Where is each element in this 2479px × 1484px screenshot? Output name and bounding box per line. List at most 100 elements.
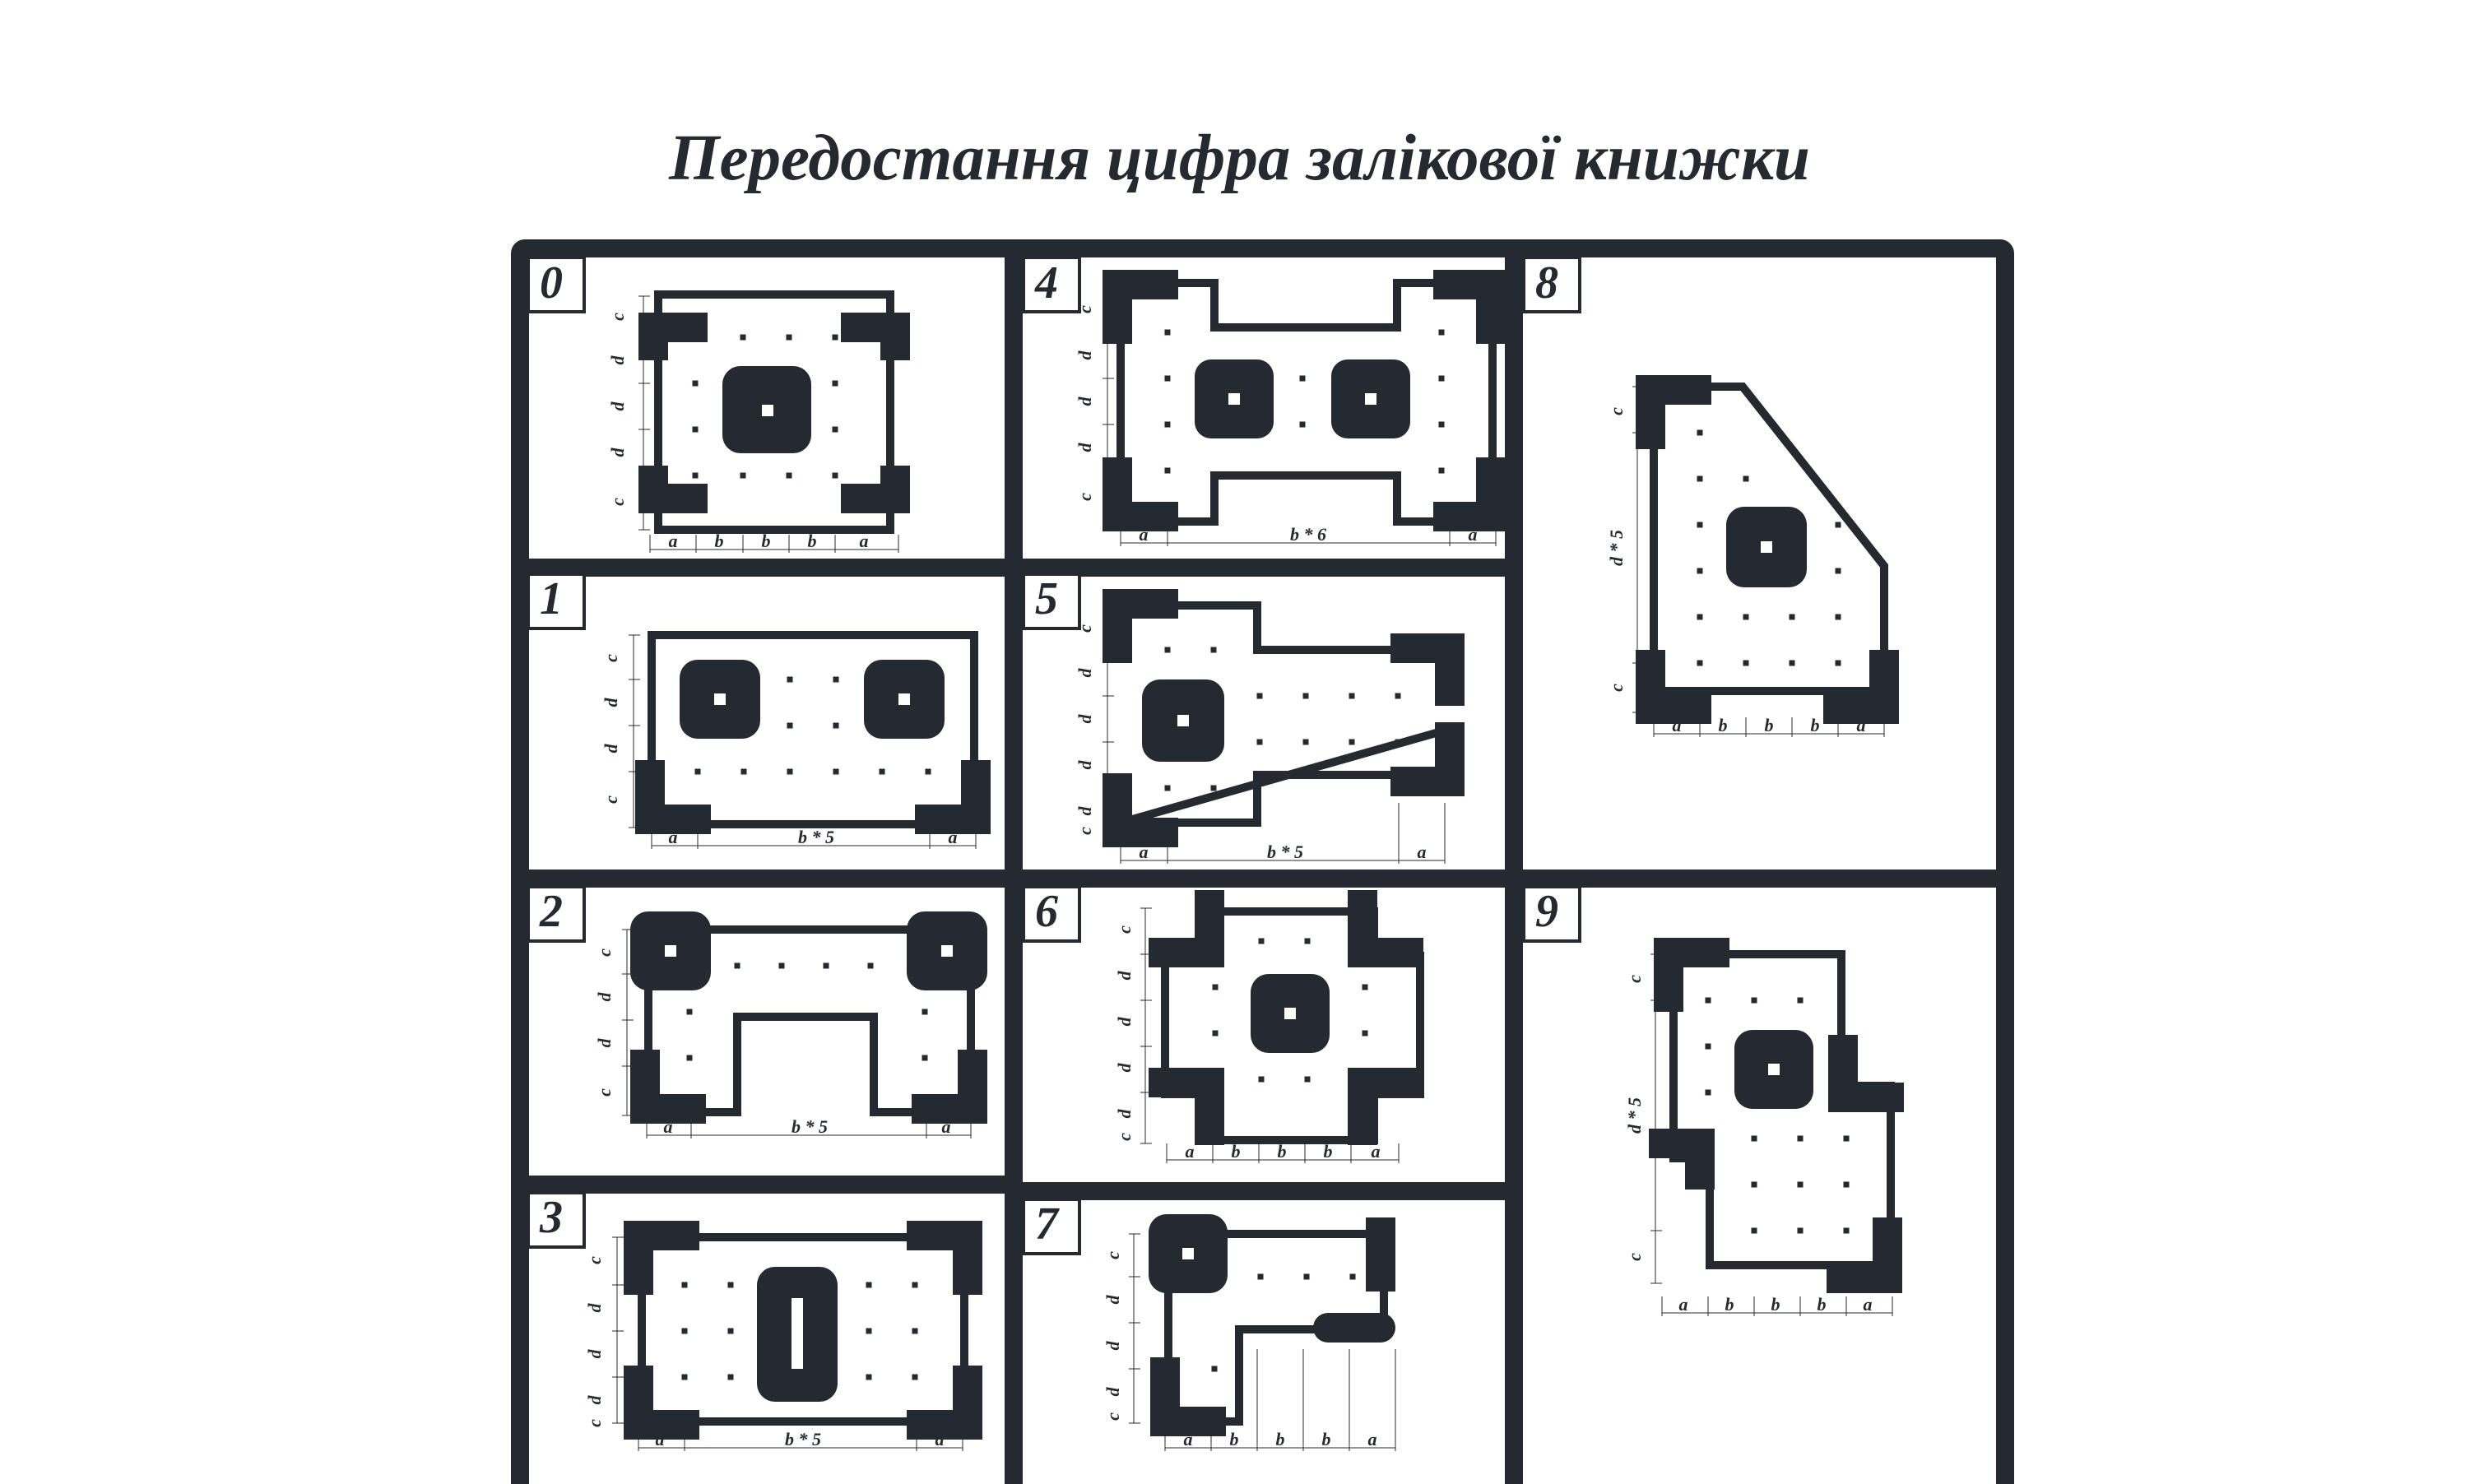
dim-label: c bbox=[1114, 925, 1135, 934]
cell-number-6: 6 bbox=[1035, 886, 1058, 937]
dim-label: b bbox=[762, 531, 771, 551]
dim-label: a bbox=[1418, 842, 1427, 862]
dim-label: b bbox=[808, 531, 817, 551]
dim-label: c bbox=[601, 795, 621, 804]
plan-6: a b b b a c d d d d c bbox=[1114, 890, 1424, 1163]
dim-label: a bbox=[669, 531, 678, 551]
cell-number-2: 2 bbox=[539, 886, 563, 937]
dim-label: b bbox=[1811, 715, 1820, 735]
dim-label: b bbox=[1817, 1294, 1827, 1315]
dim-label: b bbox=[1719, 715, 1728, 735]
dim-label: c bbox=[601, 654, 621, 662]
cell-number-9: 9 bbox=[1535, 886, 1558, 937]
plan-5: a b * 5 a c d d d d c bbox=[1075, 589, 1465, 864]
dim-label: d bbox=[1075, 760, 1095, 770]
dim-label: d bbox=[584, 1395, 605, 1405]
dim-label: d bbox=[607, 401, 628, 411]
dim-label: c bbox=[1114, 1133, 1135, 1141]
plan-2: a b * 5 a c d d c bbox=[594, 911, 987, 1139]
plan-9: a b b b a c d * 5 c bbox=[1624, 938, 1904, 1316]
dim-label: d bbox=[584, 1303, 605, 1313]
plan-1: a b * 5 a c d d c bbox=[601, 631, 991, 849]
dim-label: a bbox=[935, 1429, 945, 1449]
dim-label: c bbox=[607, 498, 628, 506]
dim-label: b * 5 bbox=[792, 1116, 828, 1137]
dim-label: a bbox=[860, 531, 869, 551]
dim-label: d bbox=[1114, 971, 1135, 981]
dim-label: a bbox=[1184, 1429, 1193, 1449]
dim-label: c bbox=[584, 1419, 605, 1427]
dim-label: d * 5 bbox=[1624, 1097, 1645, 1134]
dim-label: b bbox=[1324, 1141, 1333, 1162]
dim-label: d bbox=[601, 698, 621, 707]
page-title: Передостання цифра залікової книжки bbox=[669, 123, 1810, 194]
dim-label: c bbox=[1075, 305, 1095, 313]
plan-4: a b * 6 a c d d d c bbox=[1075, 270, 1506, 546]
dim-label: b bbox=[1276, 1429, 1285, 1449]
dim-label: b * 6 bbox=[1290, 524, 1326, 545]
dim-label: d bbox=[1103, 1295, 1123, 1305]
plan-3: a b * 5 a c d d d c bbox=[584, 1221, 982, 1451]
cell-number-3: 3 bbox=[539, 1192, 563, 1243]
dim-label: d bbox=[1103, 1387, 1123, 1397]
dim-label: d bbox=[607, 355, 628, 365]
dim-label: c bbox=[607, 313, 628, 321]
grid-frame bbox=[511, 239, 2014, 1484]
dim-label: b bbox=[1765, 715, 1774, 735]
dim-label: b bbox=[1278, 1141, 1287, 1162]
plan-7: a b b b a c d d d c bbox=[1103, 1214, 1396, 1451]
dim-label: d bbox=[1075, 714, 1095, 724]
dim-label: c bbox=[1075, 493, 1095, 501]
dim-label: c bbox=[1624, 1253, 1645, 1261]
dim-label: d bbox=[584, 1349, 605, 1359]
dim-label: a bbox=[1673, 715, 1682, 735]
number-boxes bbox=[527, 256, 1581, 1255]
dim-label: d bbox=[607, 448, 628, 457]
dim-label: d bbox=[601, 744, 621, 754]
cell-number-1: 1 bbox=[540, 573, 563, 624]
dim-label: b bbox=[1771, 1294, 1780, 1315]
dim-label: b bbox=[715, 531, 724, 551]
cell-number-0: 0 bbox=[540, 257, 563, 308]
dim-label: c bbox=[1606, 684, 1627, 692]
dim-label: a bbox=[942, 1116, 951, 1137]
dim-label: c bbox=[594, 1088, 615, 1097]
dim-label: d bbox=[1103, 1341, 1123, 1351]
dim-label: a bbox=[1186, 1141, 1195, 1162]
dim-label: d bbox=[1114, 1063, 1135, 1073]
dim-label: a bbox=[1857, 715, 1866, 735]
dim-label: c bbox=[1075, 624, 1095, 633]
dim-label: d * 5 bbox=[1606, 530, 1627, 566]
plan-0: a b b b a c d d d c bbox=[607, 290, 910, 553]
dim-label: c bbox=[1606, 407, 1627, 415]
dim-label: a bbox=[1679, 1294, 1688, 1315]
plan-8: a b b b a c d * 5 c bbox=[1606, 375, 1899, 737]
dim-label: c bbox=[594, 948, 615, 957]
dim-label: b bbox=[1725, 1294, 1734, 1315]
dim-label: c bbox=[1075, 827, 1095, 835]
dim-label: d bbox=[1075, 443, 1095, 452]
dim-label: b * 5 bbox=[798, 827, 834, 847]
dim-label: b * 5 bbox=[1267, 842, 1303, 862]
dim-label: a bbox=[1140, 842, 1149, 862]
dim-label: d bbox=[594, 1038, 615, 1048]
dim-label: a bbox=[1372, 1141, 1381, 1162]
dim-label: d bbox=[1114, 1017, 1135, 1027]
dim-label: a bbox=[669, 827, 678, 847]
dim-label: d bbox=[1075, 397, 1095, 406]
dim-label: c bbox=[1103, 1412, 1123, 1421]
cell-number-8: 8 bbox=[1535, 257, 1558, 308]
dim-label: d bbox=[1114, 1109, 1135, 1119]
dim-label: a bbox=[664, 1116, 673, 1137]
cell-number-7: 7 bbox=[1035, 1199, 1060, 1250]
dim-label: b bbox=[1322, 1429, 1331, 1449]
dim-label: a bbox=[1864, 1294, 1873, 1315]
dim-label: b * 5 bbox=[785, 1429, 821, 1449]
dim-label: d bbox=[1075, 806, 1095, 816]
cell-number-4: 4 bbox=[1034, 257, 1058, 308]
cell-number-5: 5 bbox=[1035, 573, 1058, 624]
dim-label: a bbox=[949, 827, 958, 847]
dim-label: a bbox=[1368, 1429, 1377, 1449]
dim-label: a bbox=[656, 1429, 665, 1449]
